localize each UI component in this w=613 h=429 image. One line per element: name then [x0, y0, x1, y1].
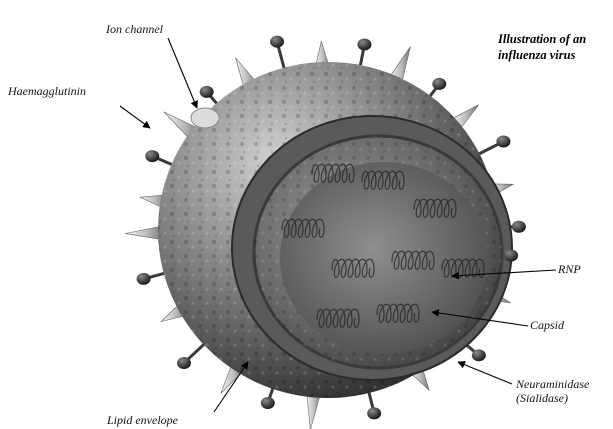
label-neuraminidase: Neuraminidase (Sialidase)	[516, 377, 589, 405]
ion-channel-blob	[191, 108, 219, 128]
neuraminidase-knob	[137, 273, 151, 285]
neuraminidase-knob	[177, 357, 191, 369]
neuraminidase-knob	[472, 349, 486, 361]
neuraminidase-knob	[512, 221, 526, 233]
neuraminidase-knob	[432, 78, 446, 90]
label-neuraminidase-line2: (Sialidase)	[516, 391, 589, 405]
neuraminidase-knob	[200, 86, 214, 98]
neuraminidase-knob	[270, 36, 284, 48]
title-line-1: Illustration of an	[498, 31, 586, 47]
title-line-2: influenza virus	[498, 47, 586, 63]
haemagglutinin-spike	[125, 226, 163, 240]
neuraminidase-arrow	[458, 362, 512, 384]
neuraminidase-knob	[496, 135, 510, 147]
core-region	[280, 162, 488, 354]
label-neuraminidase-line1: Neuraminidase	[516, 377, 589, 391]
label-ion-channel: Ion channel	[106, 22, 163, 36]
neuraminidase-knob	[504, 249, 518, 261]
label-haemagglutinin: Haemagglutinin	[8, 84, 86, 98]
neuraminidase-knob	[145, 150, 159, 162]
haemagglutinin-arrow	[120, 106, 150, 128]
neuraminidase-knob	[357, 39, 371, 51]
label-lipid-envelope: Lipid envelope	[107, 413, 178, 427]
ion-channel-arrow	[168, 38, 197, 108]
label-capsid: Capsid	[530, 318, 564, 332]
label-rnp: RNP	[558, 262, 581, 276]
neuraminidase-knob	[367, 407, 381, 419]
diagram-title: Illustration of an influenza virus	[498, 31, 586, 63]
neuraminidase-knob	[261, 397, 275, 409]
